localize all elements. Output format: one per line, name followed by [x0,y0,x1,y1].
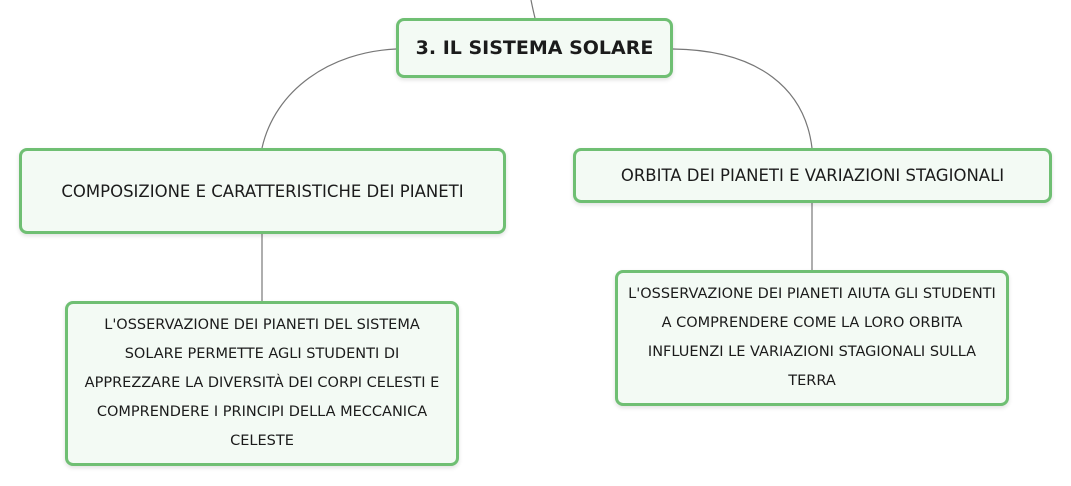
connector-root-to-right-branch [672,48,813,149]
leaf-node-orbit-detail[interactable]: L'OSSERVAZIONE DEI PIANETI AIUTA GLI STU… [615,270,1009,406]
connector-root-to-left-branch [261,48,397,149]
leaf-node-orbit-text: L'OSSERVAZIONE DEI PIANETI AIUTA GLI STU… [628,286,996,389]
branch-node-orbit[interactable]: ORBITA DEI PIANETI E VARIAZIONI STAGIONA… [573,148,1052,203]
connector-parent-to-root [530,0,536,19]
branch-node-orbit-label: ORBITA DEI PIANETI E VARIAZIONI STAGIONA… [620,166,1005,185]
root-node[interactable]: 3. IL SISTEMA SOLARE [396,18,673,78]
branch-node-composition[interactable]: COMPOSIZIONE E CARATTERISTICHE DEI PIANE… [19,148,506,234]
leaf-node-composition-text: L'OSSERVAZIONE DEI PIANETI DEL SISTEMA S… [84,317,440,449]
leaf-node-composition-detail[interactable]: L'OSSERVAZIONE DEI PIANETI DEL SISTEMA S… [65,301,459,466]
root-node-label: 3. IL SISTEMA SOLARE [415,37,654,59]
branch-node-composition-label: COMPOSIZIONE E CARATTERISTICHE DEI PIANE… [61,181,464,201]
